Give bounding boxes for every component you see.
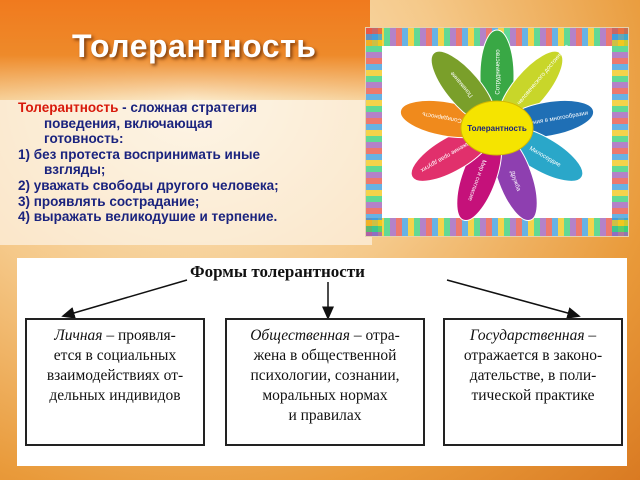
definition-item-2: 2) уважать свободы другого человека;	[18, 177, 279, 193]
definition-term: Толерантность	[18, 100, 119, 115]
form-term: Личная	[54, 327, 103, 344]
definition-text: Толерантность - сложная стратегия поведе…	[18, 100, 368, 225]
definition-panel	[0, 100, 372, 245]
diagram-arrows	[61, 279, 581, 320]
form-box-state: Государственная – отражается в законо- д…	[443, 318, 623, 446]
definition-item-1: 1) без протеста воспринимать иные	[18, 146, 261, 162]
people-border-right	[612, 28, 628, 236]
flower-center-label: Толерантность	[467, 124, 527, 133]
arrow-right	[446, 279, 581, 319]
form-line: дательстве, в поли-	[469, 367, 597, 384]
form-line: моральных нормах	[262, 387, 388, 404]
form-line: тической практике	[471, 387, 595, 404]
flower-center	[460, 100, 534, 156]
form-term: Государственная	[469, 327, 585, 344]
people-border-bottom	[366, 218, 628, 236]
forms-heading: Формы толерантности	[190, 262, 365, 281]
form-line: –	[584, 327, 597, 344]
definition-item-4: 4) выражать великодушие и терпение.	[18, 209, 278, 225]
form-line: ется в социальных	[53, 347, 177, 364]
definition-line-1: - сложная стратегия	[118, 100, 258, 115]
definition-item-1-cont: взгляды;	[44, 162, 106, 178]
title-band	[0, 0, 370, 100]
slide-title: Толерантность	[72, 28, 317, 64]
definition-line-3: готовность:	[44, 131, 124, 147]
petal-label: Сотрудничество	[496, 49, 502, 95]
form-line: жена в общественной	[253, 347, 397, 364]
form-line: психологии, сознании,	[250, 367, 400, 384]
form-line: и правилах	[288, 407, 362, 424]
definition-line-2: поведения, включающая	[44, 115, 213, 131]
definition-item-3: 3) проявлять сострадание;	[18, 193, 200, 209]
form-term: Общественная	[250, 327, 350, 344]
form-line: – отра-	[349, 327, 400, 344]
form-line: дельных индивидов	[49, 387, 181, 404]
form-line: отражается в законо-	[463, 347, 603, 364]
form-line: – проявля-	[102, 327, 176, 344]
arrow-left	[61, 279, 188, 319]
form-box-social: Общественная – отра- жена в общественной…	[225, 318, 425, 446]
form-line: взаимодействиях от-	[46, 367, 184, 384]
form-box-personal: Личная – проявля- ется в социальных взаи…	[25, 318, 205, 446]
people-border-left	[366, 28, 382, 236]
